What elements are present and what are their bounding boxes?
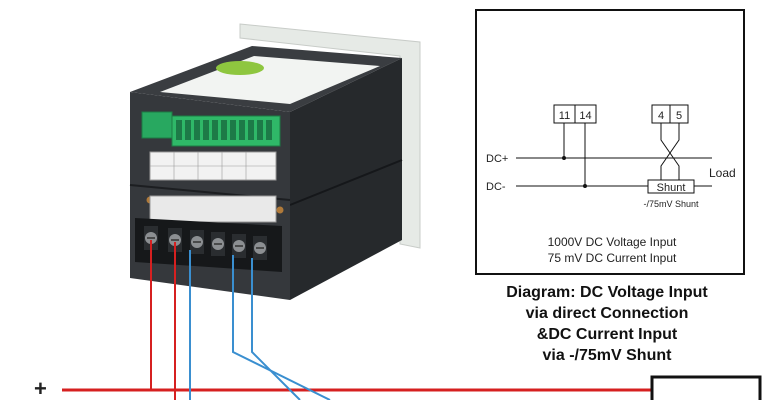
blue-wire-b	[232, 255, 331, 400]
blue-wire-c	[251, 258, 301, 400]
plus-terminal-label: +	[34, 376, 47, 400]
caption-line: via direct Connection	[525, 305, 689, 322]
load-label: Load	[709, 166, 736, 180]
certification-logo	[216, 61, 264, 75]
inset-schematic: 11 14 4 5 Shunt -/75mV Shunt DC+ DC- Loa…	[475, 9, 745, 275]
dc-minus-label: DC-	[486, 181, 506, 193]
terminal-5: 5	[676, 110, 682, 122]
diagram-caption: Diagram: DC Voltage Input via direct Con…	[476, 282, 738, 366]
top-label	[160, 56, 380, 104]
shunt-box	[650, 375, 762, 400]
green-connector-plug	[141, 111, 173, 139]
shunt-rating: -/75mV Shunt	[643, 199, 699, 209]
caption-line: Diagram: DC Voltage Input	[506, 284, 708, 301]
shunt-resistor	[647, 179, 695, 194]
terminal-11: 11	[559, 110, 570, 122]
caption-line: &DC Current Input	[536, 326, 678, 343]
terminal-14: 14	[579, 110, 591, 122]
terminal-screws	[144, 226, 267, 260]
inset-frame	[475, 9, 745, 275]
voltage-input-text: 1000V DC Voltage Input	[548, 235, 677, 249]
dc-plus-label: DC+	[486, 153, 508, 165]
housing-side	[290, 58, 402, 300]
panel-meter	[129, 23, 421, 300]
shunt-label: Shunt	[657, 182, 686, 194]
current-input-text: 75 mV DC Current Input	[548, 251, 677, 265]
wires	[62, 240, 652, 400]
caption-line: via -/75mV Shunt	[542, 347, 672, 364]
terminal-4: 4	[658, 110, 664, 122]
housing-screw	[276, 206, 284, 214]
power-terminal-label	[149, 195, 277, 223]
